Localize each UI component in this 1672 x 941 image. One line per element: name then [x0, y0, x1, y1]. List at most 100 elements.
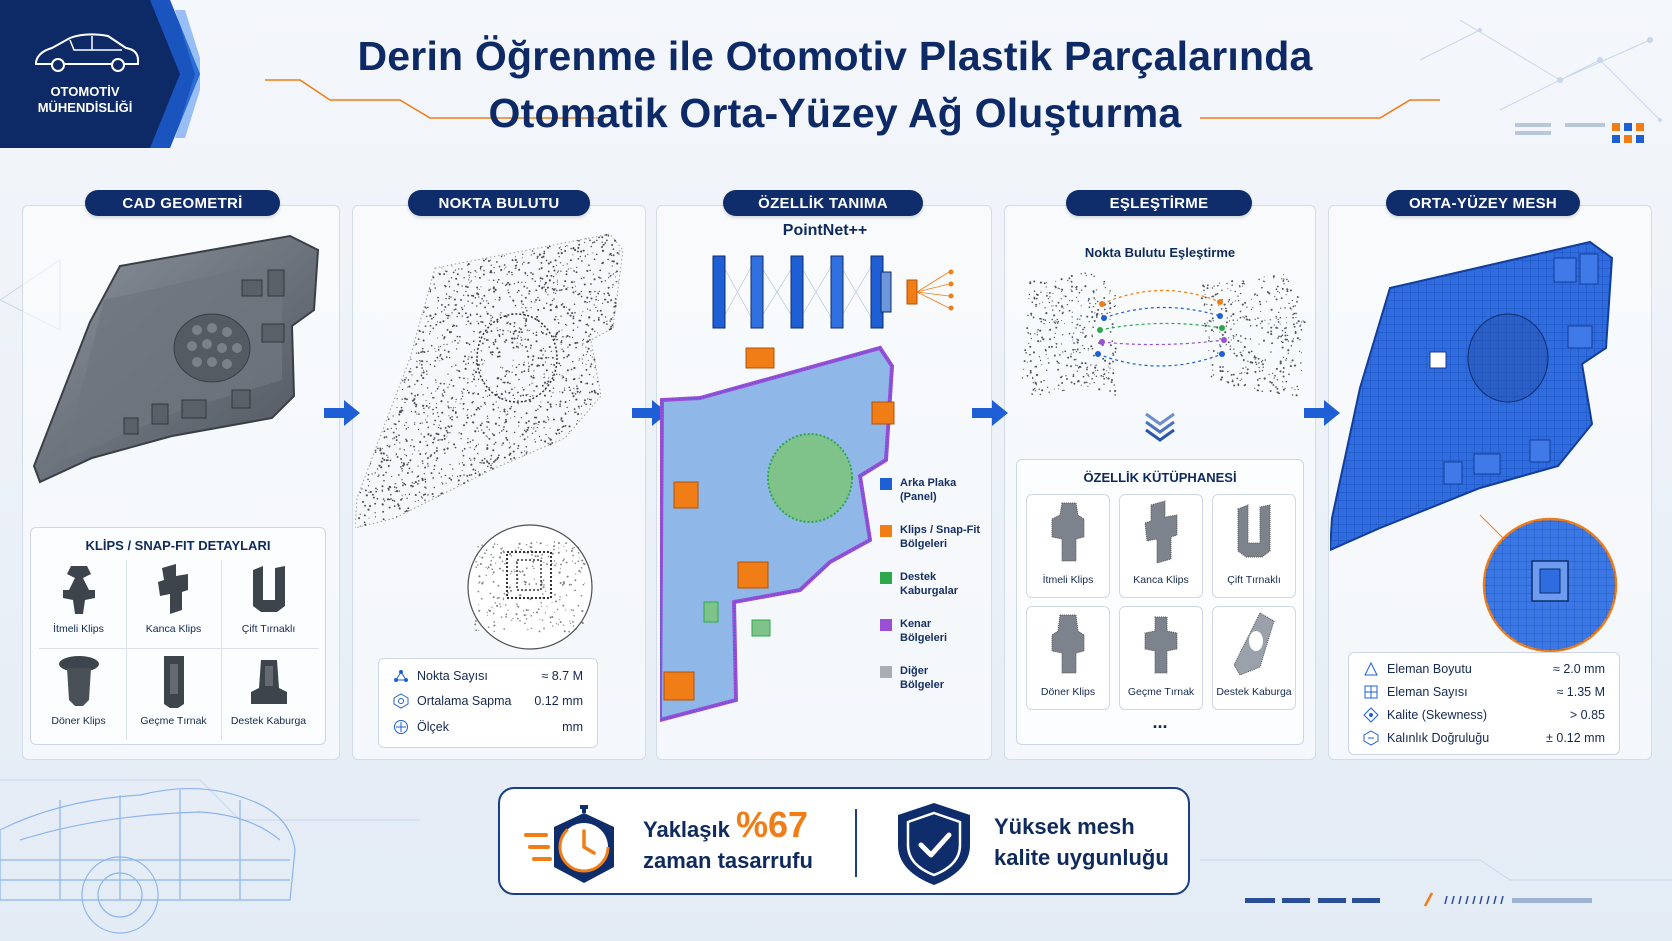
- point-dot: [399, 410, 402, 413]
- point-dot: [490, 553, 492, 556]
- point-dot: [542, 354, 544, 356]
- point-dot: [1227, 370, 1229, 373]
- point-dot: [415, 403, 418, 406]
- clip-rotary: Döner Klips: [31, 650, 126, 727]
- point-dot: [509, 331, 512, 333]
- legend-line: Kaburgalar: [900, 585, 959, 597]
- point-dot: [602, 244, 604, 246]
- point-dot: [371, 493, 374, 496]
- point-dot: [408, 510, 410, 512]
- point-dot: [474, 371, 478, 374]
- library-item-label: İtmeli Klips: [1042, 574, 1094, 586]
- point-dot: [518, 331, 520, 333]
- point-dot: [1235, 354, 1238, 357]
- point-dot: [1090, 310, 1093, 313]
- point-dot: [616, 251, 619, 254]
- point-dot: [383, 459, 386, 461]
- point-dot: [516, 603, 518, 605]
- point-dot: [478, 473, 481, 476]
- banner-divider: [855, 809, 857, 877]
- point-dot: [1294, 305, 1296, 307]
- point-dot: [514, 256, 517, 258]
- point-dot: [1058, 362, 1060, 364]
- point-dot: [498, 334, 501, 336]
- point-dot: [569, 431, 571, 433]
- point-dot: [541, 606, 543, 608]
- point-dot: [435, 459, 437, 462]
- point-dot: [524, 622, 526, 625]
- segmented-part-illustration: [660, 345, 895, 723]
- point-dot: [521, 570, 524, 573]
- brand-badge: OTOMOTİV MÜHENDİSLİĞİ: [0, 0, 205, 148]
- point-dot: [525, 567, 528, 570]
- point-dot: [1286, 278, 1288, 281]
- point-dot: [394, 423, 397, 426]
- point-dot: [498, 299, 500, 301]
- quality-line-1: Yüksek mesh: [994, 814, 1135, 839]
- point-dot: [558, 247, 561, 249]
- point-dot: [1210, 375, 1213, 378]
- point-dot: [364, 489, 367, 492]
- point-dot: [555, 373, 558, 375]
- point-dot: [423, 435, 426, 438]
- point-dot: [1057, 384, 1060, 387]
- point-dot: [477, 471, 479, 473]
- point-dot: [563, 545, 565, 547]
- badge-line-1: OTOMOTİV: [50, 84, 120, 99]
- point-dot: [418, 360, 421, 362]
- point-dot: [487, 568, 489, 570]
- point-dot: [543, 627, 545, 630]
- time-saving-text: Yaklaşık %67 zaman tasarrufu: [643, 807, 813, 876]
- point-dot: [1095, 314, 1098, 317]
- point-dot: [485, 258, 487, 260]
- point-dot: [532, 428, 534, 430]
- point-dot: [466, 408, 469, 411]
- point-dot: [478, 581, 481, 583]
- point-dot: [1091, 335, 1093, 338]
- point-dot: [461, 307, 463, 309]
- point-dot: [1077, 366, 1080, 369]
- point-dot: [545, 259, 548, 262]
- point-dot: [1104, 286, 1107, 289]
- point-dot: [528, 261, 530, 264]
- point-dot: [523, 580, 526, 583]
- point-dot: [469, 440, 472, 443]
- point-dot: [476, 427, 478, 429]
- point-dot: [478, 582, 480, 584]
- point-dot: [1053, 336, 1056, 339]
- point-dot: [547, 419, 550, 421]
- point-dot: [535, 422, 537, 425]
- point-dot: [432, 316, 435, 319]
- point-dot: [491, 316, 494, 318]
- point-dot: [540, 267, 543, 270]
- point-dot: [552, 392, 554, 394]
- point-dot: [372, 496, 375, 499]
- point-dot: [1086, 315, 1089, 318]
- point-dot: [601, 241, 603, 243]
- point-dot: [420, 383, 423, 386]
- point-dot: [450, 407, 452, 409]
- scale-icon: [394, 720, 408, 734]
- point-dot: [510, 337, 514, 340]
- point-dot: [558, 330, 560, 333]
- clip-label: Destek Kaburga: [230, 715, 307, 727]
- point-dot: [1035, 297, 1038, 300]
- point-dot: [534, 438, 536, 440]
- point-dot: [1025, 352, 1027, 354]
- point-dot: [491, 271, 493, 274]
- point-dot: [517, 335, 519, 337]
- point-dot: [417, 352, 420, 354]
- point-dot: [607, 286, 610, 289]
- point-dot: [427, 494, 429, 496]
- point-dot: [461, 308, 464, 311]
- point-dot: [486, 465, 489, 468]
- point-dot: [1090, 364, 1092, 366]
- point-dot: [1241, 282, 1244, 285]
- point-dot: [458, 268, 460, 270]
- point-dot: [448, 442, 450, 444]
- point-dot: [580, 314, 582, 316]
- clip-label: Geçme Tırnak: [140, 715, 207, 727]
- point-dot: [434, 419, 437, 422]
- quality-line-2: kalite uygunluğu: [994, 845, 1169, 870]
- point-dot: [531, 546, 533, 548]
